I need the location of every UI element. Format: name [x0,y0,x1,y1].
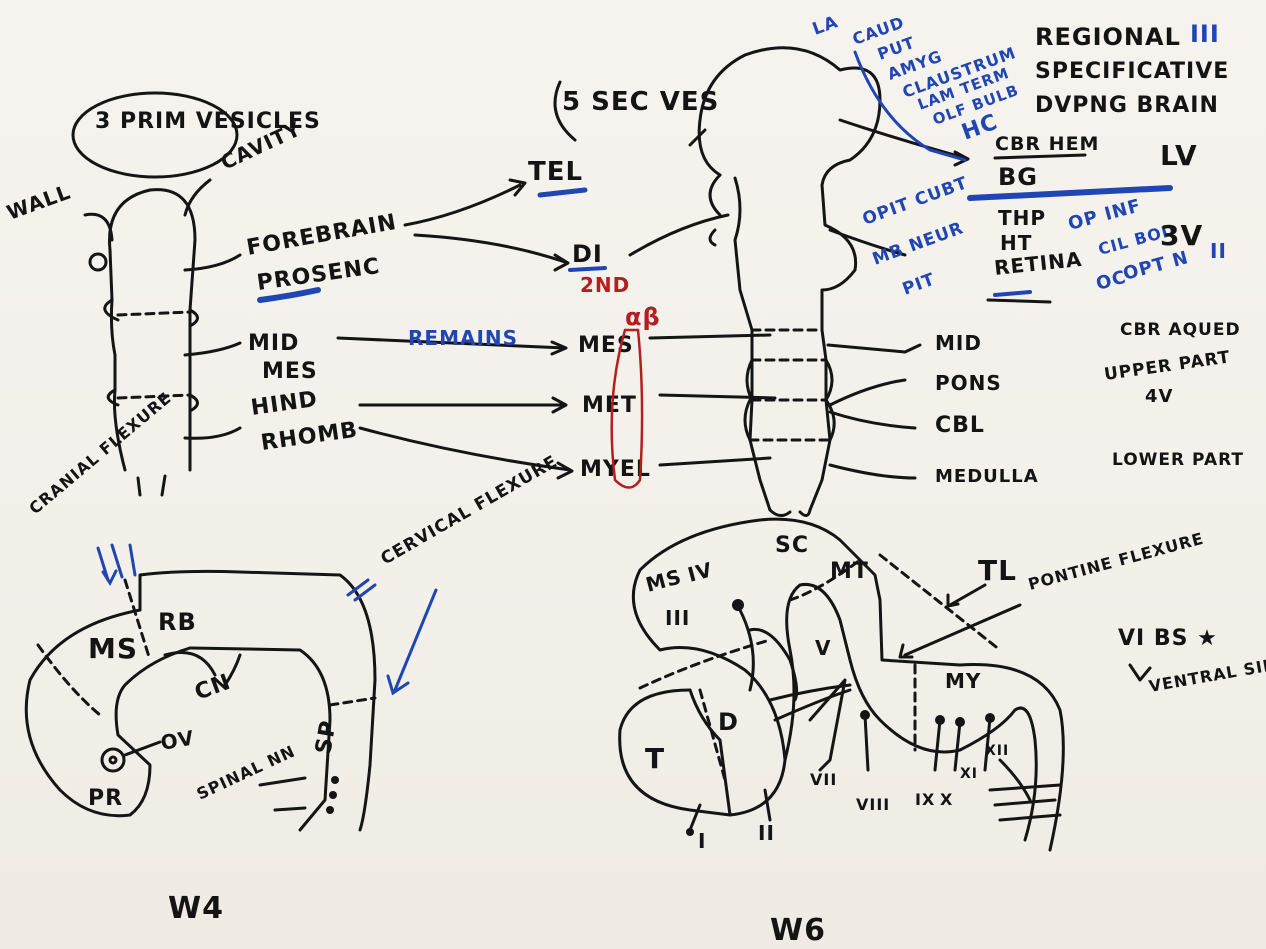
cn-vi-note: VI BS ★ [1118,626,1218,651]
thal-label: THP [998,206,1046,230]
w6-cn-vii-label: VII [810,770,837,789]
hind-label: HIND [249,387,319,421]
third-v-label: 3V [1160,219,1203,252]
w6-cn-ii-label: II [758,821,775,845]
regional-numeral: III [1190,20,1220,48]
cbr-hem-label: CBR HEM [995,133,1099,155]
mes2-label: MES [578,333,634,358]
five-vesicle-tube [699,48,880,516]
remains-label: REMAINS [408,326,518,350]
pit-label: PIT [900,269,938,299]
w4-cn-label: CN [192,670,235,706]
w4-ms-label: MS [88,632,138,665]
mid-deriv-label: MID [935,331,982,355]
w6-cn-xii-label: XII [985,743,1009,759]
regional-label: REGIONAL [1035,23,1181,51]
cbl-label: CBL [935,413,985,438]
lv-label: LV [1160,139,1198,172]
w6-cn-x-label: X [940,790,953,809]
second-label: 2ND [580,273,630,297]
alpha-beta-label: αβ [625,303,661,331]
week6-label: W6 [770,913,826,948]
w6-my-label: MY [945,669,981,693]
di-underline [570,268,605,270]
w6-cn-viii-label: VIII [856,795,890,814]
week4-label: W4 [168,891,224,926]
specific-label: SPECIFICATIVE [1035,59,1229,84]
mb-neur-label: MB NEUR [870,218,967,269]
opt-n-label: OPT N [1121,247,1191,285]
pontine-flexure-label: PONTINE FLEXURE [1026,529,1206,594]
tube-pointers [630,120,968,478]
retina-line [988,300,1050,302]
w6-d-label: D [718,708,739,736]
w6-cn-xi-label: XI [960,766,978,782]
met-label: MET [582,393,637,418]
tel-underline [540,190,585,195]
upper-part-label: UPPER PART [1103,347,1232,385]
w4-ov-label: OV [159,725,197,755]
w6-cn-iii-label: III [665,606,690,630]
w6-ms-label: MS [643,564,684,597]
tel-label: TEL [528,157,583,187]
diencephalon-derivatives: OPIT CUBT MB NEUR PIT [860,173,971,300]
ht-label: HT [1000,231,1032,255]
di-label: DI [572,240,603,268]
telencephalon-derivatives: LA CAUD PUT AMYG CLAUSTRUM LAM TERM OLF … [810,12,1021,160]
hind-pointer [185,428,240,438]
w6-t-label: T [645,742,665,775]
pons-label: PONS [935,371,1002,395]
w6-cn-ix-label: IX [915,790,935,809]
ventral-side-label: VENTRAL SIDE [1147,653,1266,696]
w6-tl-label: TL [978,554,1017,587]
five-ves-title: 5 SEC VES [562,87,719,117]
retina-underline [995,292,1030,295]
opt-n-numeral: II [1210,239,1227,263]
w4-spinal-nn-label: SPINAL NN [194,741,299,803]
mes-label: MES [262,359,318,384]
week6-pointers [900,585,1020,657]
w4-sp-label: SP [311,718,342,756]
cbr-hem-underline [995,155,1085,158]
cervical-flexure-label: CERVICAL FLEXURE [378,452,562,570]
op-inf-label: OP INF [1066,195,1144,235]
cranial-flexure-label: CRANIAL FLEXURE [25,388,175,518]
cbr-aqued-label: CBR AQUED [1120,320,1241,340]
lower-part-label: LOWER PART [1112,450,1244,470]
wall-pointer [85,214,112,240]
fourth-v-label: 4V [1145,386,1173,407]
wall-label: WALL [4,180,74,225]
w6-sc-label: SC [775,533,809,558]
la-label: LA [810,12,841,40]
w6-cn-v-label: V [815,636,831,660]
w6-cn-i-label: I [698,829,706,853]
w4-pr-label: PR [88,786,123,811]
w4-rb-label: RB [158,608,197,636]
dvpng-brain-label: DVPNG BRAIN [1035,93,1219,118]
forebrain-label: FOREBRAIN [245,210,399,261]
w6-ms-numeral: IV [685,557,715,587]
rhomb-label: RHOMB [259,418,359,456]
w6-mt-label: MT [830,559,869,584]
mid-pointer [185,343,240,355]
medulla-label: MEDULLA [935,466,1039,487]
prim-vesicles-title-circle [73,93,237,177]
mid-label: MID [248,331,299,356]
bg-label: BG [998,163,1038,191]
